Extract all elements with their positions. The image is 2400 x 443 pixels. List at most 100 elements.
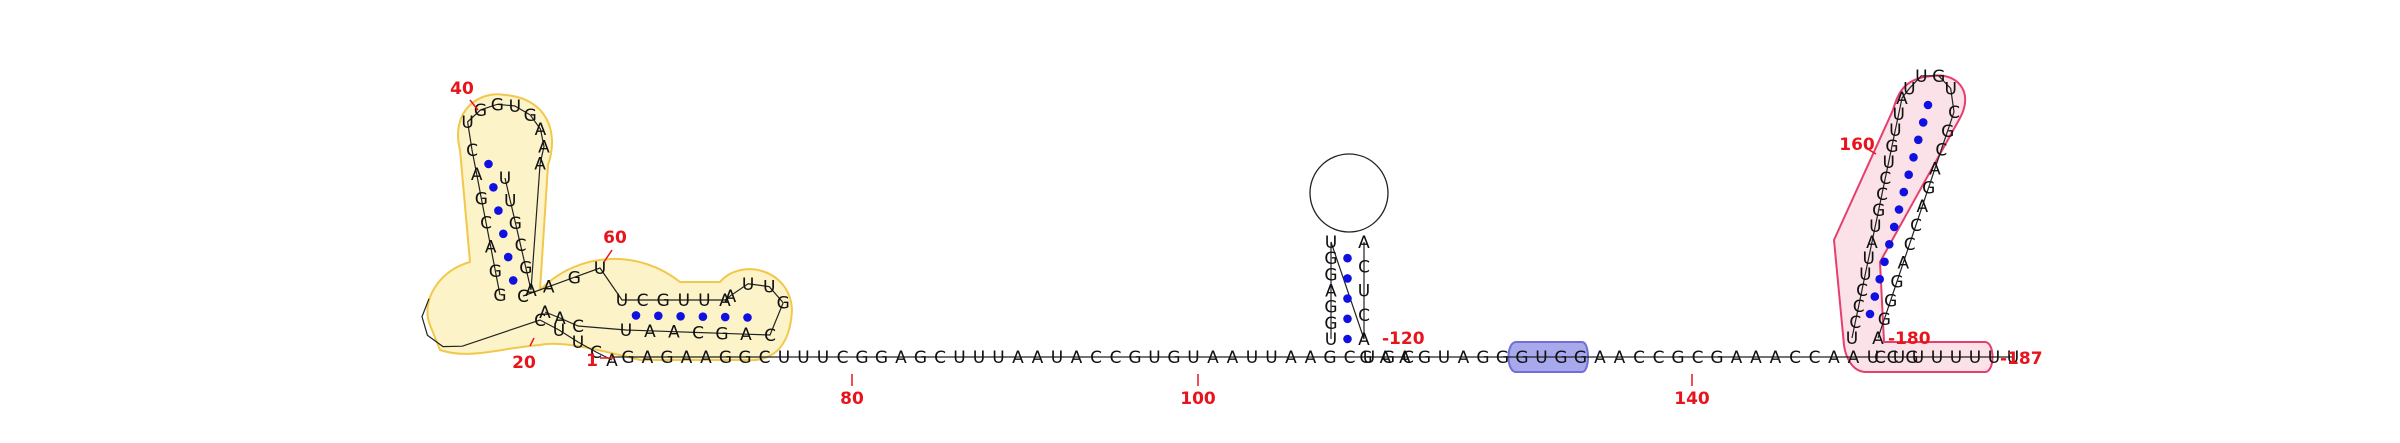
nucleotide-motif: A [1594, 348, 1606, 368]
nucleotide-term-left: U [1889, 121, 1901, 141]
nucleotide-term-right: A [1916, 197, 1928, 217]
nucleotide-linker1: A [1285, 348, 1297, 368]
nucleotide-linker1: C [1344, 348, 1356, 368]
nucleotide-linker1: G [1382, 348, 1395, 368]
nucleotide-linker3: A [1750, 348, 1762, 368]
base-pair-dot [1914, 135, 1923, 145]
position-label-20: 20 [512, 353, 536, 373]
nucleotide-term-left: U [1882, 153, 1894, 173]
nucleotide-h1-loop: G [474, 101, 487, 121]
nucleotide-poly-u: U [1912, 348, 1924, 368]
nucleotide-term-right: C [1904, 235, 1916, 255]
nucleotide-term-left: U [1846, 329, 1858, 349]
nucleotide-linker1: U [973, 348, 985, 368]
position-label-187: -187 [2000, 349, 2043, 369]
position-label-140: 140 [1674, 389, 1710, 409]
nucleotide-tail5: C [590, 343, 602, 363]
base-pair-dot [1894, 205, 1904, 214]
nucleotide-motif: G [1574, 348, 1587, 368]
backbone-hairpin1 [466, 103, 545, 296]
nucleotide-junction: A [543, 278, 555, 298]
base-pair-dot [503, 252, 513, 262]
nucleotide-term-left: A [1866, 233, 1878, 253]
backbone-layer [421, 75, 2013, 361]
nucleotide-linker1: U [953, 348, 965, 368]
nucleotide-linker1: G [855, 348, 868, 368]
position-label-100: 100 [1180, 389, 1216, 409]
nucleotide-h2-left: A [719, 291, 731, 311]
nucleotide-motif: U [1535, 348, 1547, 368]
nucleotide-h3-left: A [1325, 282, 1337, 302]
nucleotide-linker3: A [1770, 348, 1782, 368]
nucleotide-h2-right: A [644, 322, 656, 342]
base-pair-dot [631, 311, 641, 320]
base-pair-dot [508, 276, 518, 285]
base-pair-dot [1904, 170, 1913, 179]
nucleotide-h3-left: U [1325, 330, 1337, 350]
position-tick [1865, 147, 1877, 155]
nucleotide-close: C [572, 317, 584, 337]
nucleotide-linker1: A [700, 348, 712, 368]
nucleotide-tail5: U [553, 321, 565, 341]
nucleotide-linker1: C [759, 348, 771, 368]
nucleotide-term-right: A [1872, 329, 1884, 349]
nucleotide-junction: G [568, 268, 581, 288]
nucleotide-term-loop: U [1944, 80, 1956, 100]
nucleotide-poly-u: U [1931, 348, 1943, 368]
nucleotide-linker1: G [719, 348, 732, 368]
nucleotide-linker1: C [837, 348, 849, 368]
nucleotide-term-left: A [1896, 89, 1908, 109]
backbone-hairpin3 [1330, 241, 1365, 340]
nucleotide-h1-loop: A [538, 138, 550, 158]
nucleotide-linker1: A [1032, 348, 1044, 368]
base-pair-dot [1885, 240, 1894, 249]
nucleotide-h1-loop: G [491, 95, 504, 115]
nucleotide-term-right: C [1910, 216, 1922, 236]
nucleotide-h1-right: U [504, 191, 516, 211]
nucleotide-poly-u: C [1874, 348, 1886, 368]
nucleotide-linker3: C [1653, 348, 1665, 368]
nucleotide-tail5: C [534, 311, 546, 331]
nucleotide-term-loop: U [1903, 80, 1915, 100]
nucleotide-linker3: G [1905, 348, 1918, 368]
base-pair-dot [489, 183, 498, 192]
base-pair-dot [484, 159, 493, 169]
nucleotide-term-right: G [1941, 122, 1954, 142]
nucleotide-linker1: G [875, 348, 888, 368]
base-pair-dot [1880, 257, 1889, 267]
nucleotide-linker1: G [1128, 348, 1141, 368]
nucleotide-term-right: G [1884, 291, 1897, 311]
nucleotide-h1-loop: U [509, 97, 521, 117]
nucleotide-linker1: C [1110, 348, 1122, 368]
position-tick [469, 99, 479, 111]
nucleotide-linker1: U [1051, 348, 1063, 368]
nucleotide-linker2: A [1380, 348, 1392, 368]
nucleotide-linker1: A [1071, 348, 1083, 368]
nucleotide-linker1: U [1363, 348, 1375, 368]
nucleotide-term-right: A [1929, 160, 1941, 180]
nucleotide-term-left: U [1859, 265, 1871, 285]
base-pair-dot [676, 312, 685, 321]
nucleotide-term-loop: G [1932, 67, 1945, 87]
position-label-120: -120 [1382, 329, 1425, 349]
nucleotide-term-left: G [1885, 137, 1898, 157]
nucleotide-h2-left: G [657, 291, 670, 311]
nucleotide-linker1: A [681, 348, 693, 368]
nucleotide-linker2: G [1418, 348, 1431, 368]
nucleotide-linker3: A [1828, 348, 1840, 368]
nucleotide-linker1: U [992, 348, 1004, 368]
nucleotide-h3-left: G [1324, 265, 1337, 285]
nucleotide-h2-left: U [678, 291, 690, 311]
nucleotide-linker3: A [1848, 348, 1860, 368]
base-pair-dot [1899, 187, 1909, 197]
nucleotide-poly-u: U [1893, 348, 1905, 368]
base-pair-dot [1343, 294, 1352, 303]
position-label-40: 40 [450, 79, 474, 99]
nucleotide-term-left: C [1853, 297, 1865, 317]
position-label-1: 1 [586, 351, 598, 371]
nucleotide-linker1: U [797, 348, 809, 368]
nucleotide-linker1: A [895, 348, 907, 368]
nucleotide-linker1: C [1402, 348, 1414, 368]
base-pair-dot [1875, 274, 1884, 284]
